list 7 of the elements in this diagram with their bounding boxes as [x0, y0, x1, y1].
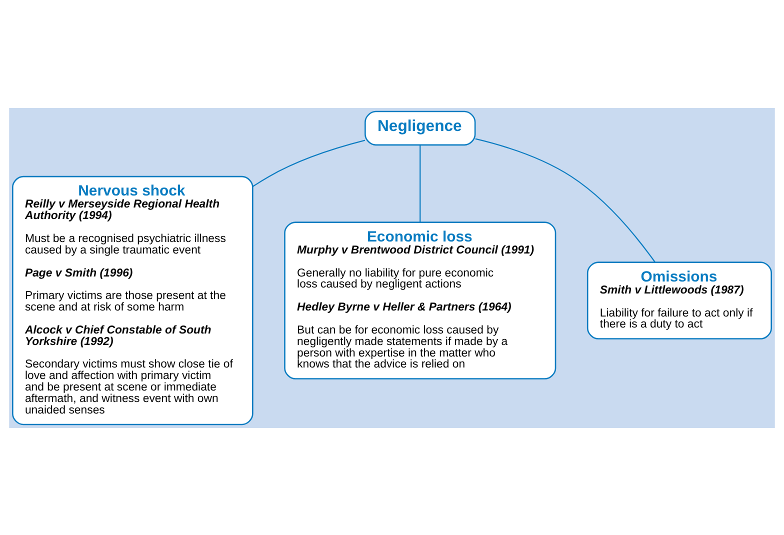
- connector: [252, 139, 366, 186]
- connector: [475, 138, 656, 262]
- node-box: Nervous shock Reilly v Merseyside Regional Health Authority (1994) Must be a recognised psychiatric illness caused by a single traumatic event Page v Smith (1996) Primary victims are those present at the scene and at risk of some harm Alcock v Chief Constable of South Yorkshire (1992) Secondary victims must show close tie of love and affection with primary victim and be present at scene or immediate aftermath, and witness event with own unaided senses: [12, 175, 254, 425]
- node-box: Negligence: [364, 110, 476, 146]
- node-box: Omissions Smith v Littlewoods (1987) Liability for failure to act only if there is a duty to act: [586, 261, 772, 339]
- node-box: Economic loss Murphy v Brentwood District Council (1991) Generally no liability for pure economic loss caused by negligent actions Hedley Byrne v Heller & Partners (1964) But can be for economic loss caused by negligently made statements if made by a person with expertise in the matter who knows that the advice is relied on: [284, 221, 556, 379]
- connector: [420, 144, 421, 222]
